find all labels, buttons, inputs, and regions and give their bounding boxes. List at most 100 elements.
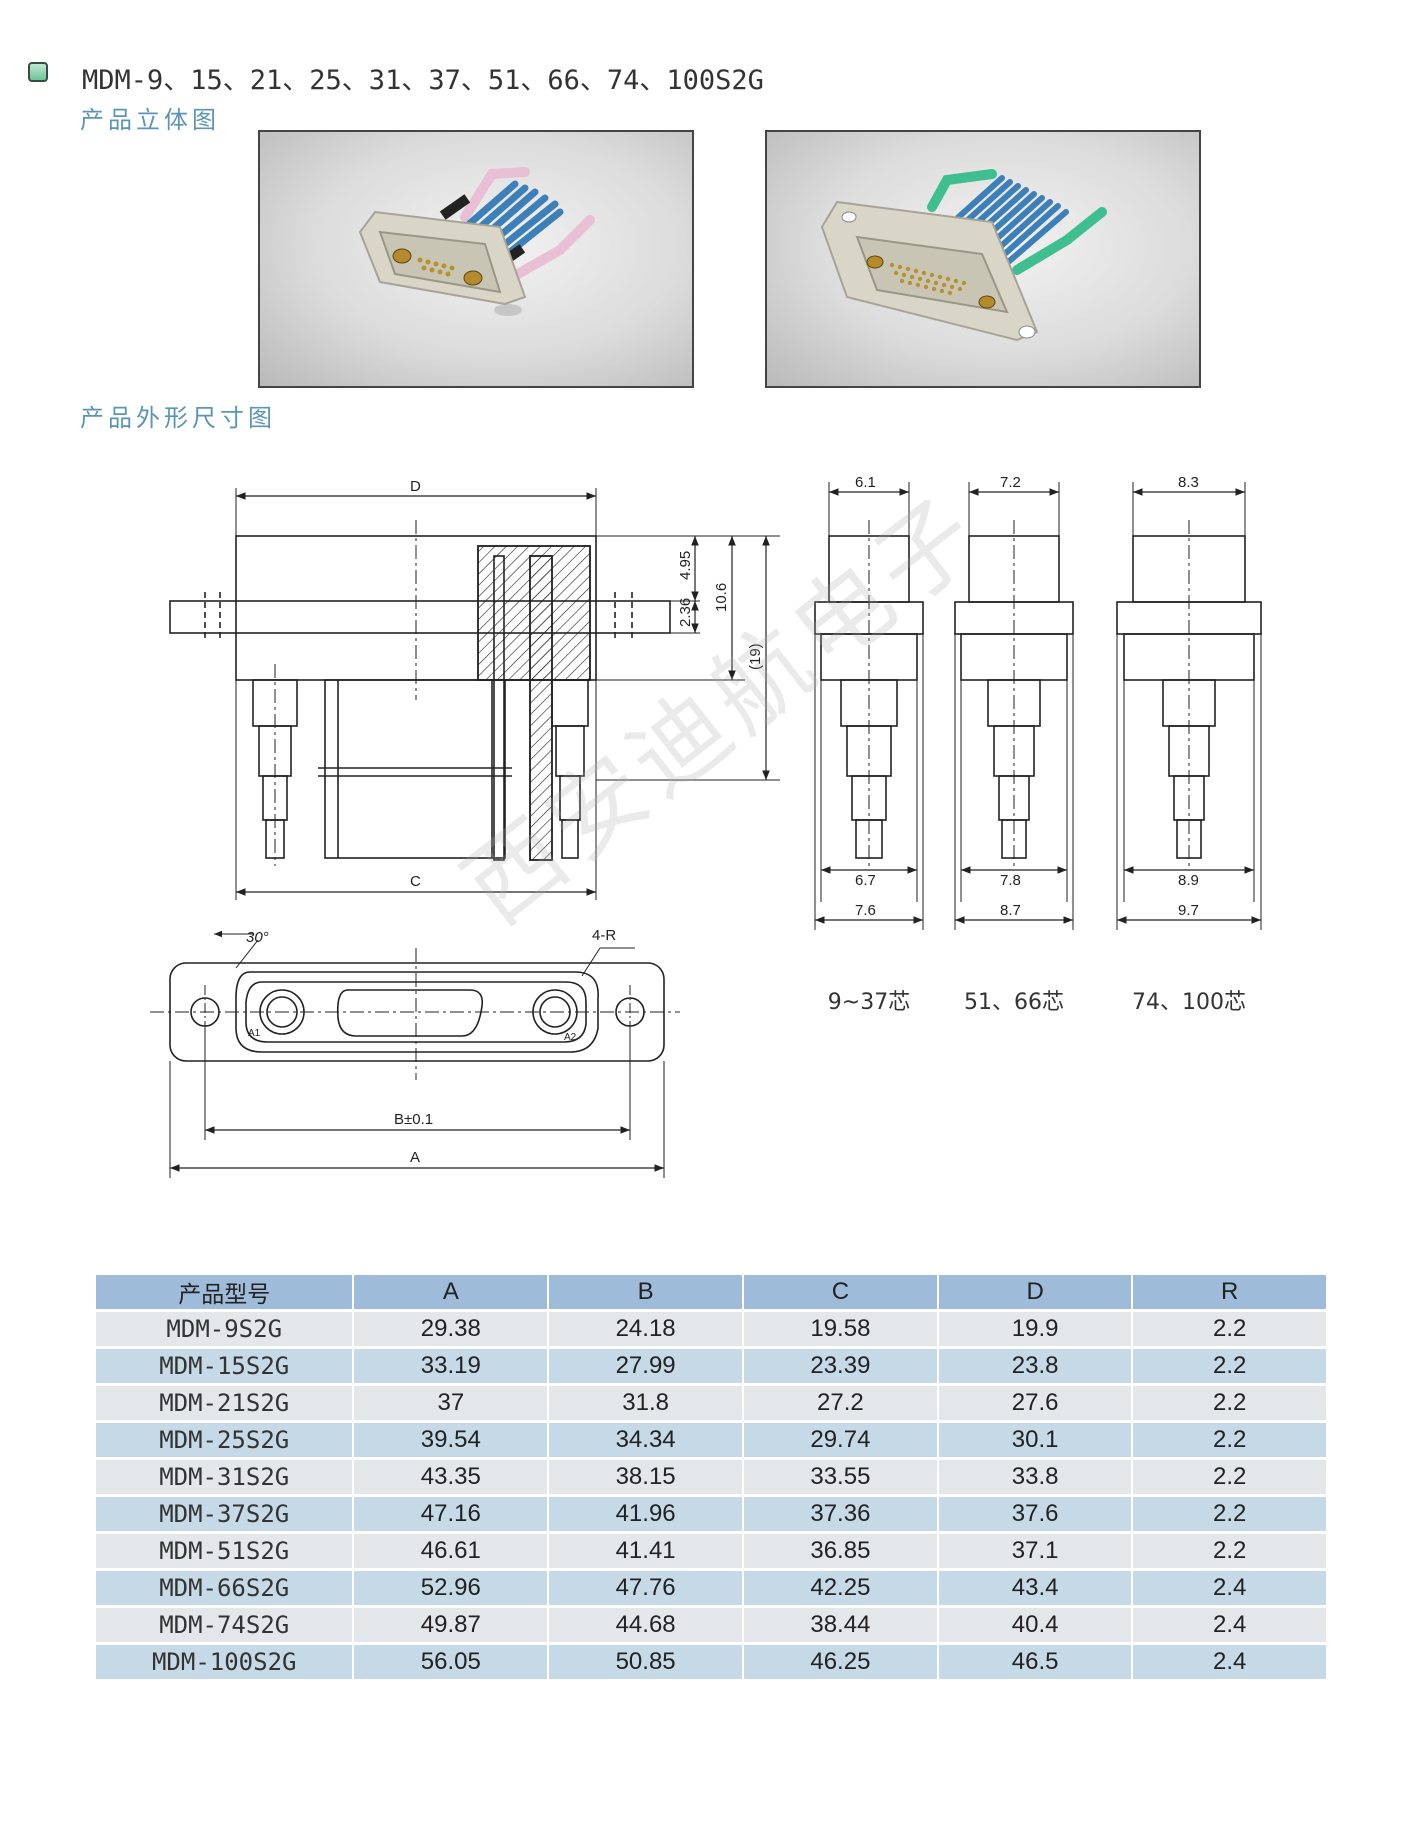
- variant-2-mid-dim: 7.8: [1000, 872, 1021, 889]
- pin-label-a2: A2: [564, 1032, 577, 1043]
- cell-c: 19.58: [744, 1312, 937, 1346]
- cell-a: 39.54: [354, 1423, 548, 1457]
- cell-d: 19.9: [938, 1312, 1132, 1346]
- table-header-row: 产品型号 A B C D R: [96, 1275, 1326, 1309]
- table-row: MDM-37S2G 47.16 41.96 37.36 37.6 2.2: [96, 1497, 1326, 1531]
- cell-d: 30.1: [938, 1423, 1132, 1457]
- variant-3-label: 74、100芯: [1132, 990, 1246, 1015]
- cell-d: 33.8: [938, 1460, 1132, 1494]
- cell-c: 42.25: [744, 1571, 937, 1605]
- cell-a: 29.38: [354, 1312, 548, 1346]
- variant-1-bot-dim: 7.6: [855, 902, 876, 919]
- cell-model: MDM-100S2G: [96, 1645, 353, 1679]
- cell-c: 37.36: [744, 1497, 937, 1531]
- cell-a: 33.19: [354, 1349, 548, 1383]
- variant-1-mid-dim: 6.7: [855, 872, 876, 889]
- cell-b: 38.15: [549, 1460, 742, 1494]
- cell-c: 38.44: [744, 1608, 937, 1642]
- dim-label-106: 10.6: [713, 583, 730, 612]
- page-title: MDM-9、15、21、25、31、37、51、66、74、100S2G: [82, 65, 764, 96]
- cell-model: MDM-25S2G: [96, 1423, 353, 1457]
- cell-c: 36.85: [744, 1534, 937, 1568]
- dim-label-b: B±0.1: [394, 1111, 433, 1128]
- cell-b: 41.41: [549, 1534, 742, 1568]
- cell-a: 37: [354, 1386, 548, 1420]
- table-row: MDM-66S2G 52.96 47.76 42.25 43.4 2.4: [96, 1571, 1326, 1605]
- cell-r: 2.4: [1133, 1608, 1326, 1642]
- cell-d: 40.4: [938, 1608, 1132, 1642]
- cell-c: 27.2: [744, 1386, 937, 1420]
- product-photo-right: [765, 130, 1201, 388]
- variant-2-bot-dim: 8.7: [1000, 902, 1021, 919]
- dimension-drawing: D C B±0.1 A 4-R 30° A1 A2 4.95 2.36 10.6…: [150, 474, 1262, 1178]
- table-row: MDM-15S2G 33.19 27.99 23.39 23.8 2.2: [96, 1349, 1326, 1383]
- cell-a: 52.96: [354, 1571, 548, 1605]
- variant-2-label: 51、66芯: [964, 990, 1064, 1015]
- cell-r: 2.2: [1133, 1423, 1326, 1457]
- column-header-a: A: [354, 1275, 548, 1309]
- dim-label-four-r: 4-R: [592, 927, 616, 944]
- section-label-dims: 产品外形尺寸图: [80, 404, 276, 432]
- table-row: MDM-9S2G 29.38 24.18 19.58 19.9 2.2: [96, 1312, 1326, 1346]
- cell-d: 23.8: [938, 1349, 1132, 1383]
- cell-a: 46.61: [354, 1534, 548, 1568]
- cell-d: 37.6: [938, 1497, 1132, 1531]
- cell-model: MDM-9S2G: [96, 1312, 353, 1346]
- variant-3-mid-dim: 8.9: [1178, 872, 1199, 889]
- cell-r: 2.2: [1133, 1534, 1326, 1568]
- variant-3-top-dim: 8.3: [1178, 474, 1199, 491]
- cell-r: 2.2: [1133, 1497, 1326, 1531]
- cell-model: MDM-15S2G: [96, 1349, 353, 1383]
- cell-d: 46.5: [938, 1645, 1132, 1679]
- cell-b: 47.76: [549, 1571, 742, 1605]
- cell-r: 2.2: [1133, 1386, 1326, 1420]
- pin-label-a1: A1: [248, 1028, 261, 1039]
- column-header-b: B: [549, 1275, 742, 1309]
- cell-r: 2.2: [1133, 1460, 1326, 1494]
- cell-c: 46.25: [744, 1645, 937, 1679]
- spec-table: 产品型号 A B C D R MDM-9S2G 29.38 24.18 19.5…: [94, 1272, 1328, 1682]
- cell-b: 50.85: [549, 1645, 742, 1679]
- cell-d: 43.4: [938, 1571, 1132, 1605]
- product-photo-left: [258, 130, 694, 388]
- cell-a: 49.87: [354, 1608, 548, 1642]
- cell-a: 43.35: [354, 1460, 548, 1494]
- cell-r: 2.2: [1133, 1349, 1326, 1383]
- variant-2-top-dim: 7.2: [1000, 474, 1021, 491]
- cell-b: 44.68: [549, 1608, 742, 1642]
- section-label-3d: 产品立体图: [80, 106, 220, 134]
- variant-1-label: 9~37芯: [827, 990, 911, 1015]
- cell-c: 23.39: [744, 1349, 937, 1383]
- column-header-r: R: [1133, 1275, 1326, 1309]
- cell-model: MDM-31S2G: [96, 1460, 353, 1494]
- dim-label-d: D: [410, 478, 421, 495]
- cell-model: MDM-51S2G: [96, 1534, 353, 1568]
- cell-r: 2.4: [1133, 1645, 1326, 1679]
- table-row: MDM-31S2G 43.35 38.15 33.55 33.8 2.2: [96, 1460, 1326, 1494]
- cell-d: 37.1: [938, 1534, 1132, 1568]
- table-row: MDM-51S2G 46.61 41.41 36.85 37.1 2.2: [96, 1534, 1326, 1568]
- column-header-d: D: [938, 1275, 1132, 1309]
- variant-3-bot-dim: 9.7: [1178, 902, 1199, 919]
- cell-c: 33.55: [744, 1460, 937, 1494]
- cell-b: 27.99: [549, 1349, 742, 1383]
- table-row: MDM-25S2G 39.54 34.34 29.74 30.1 2.2: [96, 1423, 1326, 1457]
- cell-model: MDM-37S2G: [96, 1497, 353, 1531]
- dim-label-a: A: [410, 1149, 420, 1166]
- cell-r: 2.4: [1133, 1571, 1326, 1605]
- dim-label-236: 2.36: [677, 598, 694, 627]
- variant-1-top-dim: 6.1: [855, 474, 876, 491]
- cell-b: 34.34: [549, 1423, 742, 1457]
- cell-model: MDM-66S2G: [96, 1571, 353, 1605]
- column-header-c: C: [744, 1275, 937, 1309]
- table-row: MDM-21S2G 37 31.8 27.2 27.6 2.2: [96, 1386, 1326, 1420]
- cell-a: 56.05: [354, 1645, 548, 1679]
- cell-b: 24.18: [549, 1312, 742, 1346]
- cell-model: MDM-21S2G: [96, 1386, 353, 1420]
- cell-c: 29.74: [744, 1423, 937, 1457]
- dim-label-c: C: [410, 873, 421, 890]
- cell-a: 47.16: [354, 1497, 548, 1531]
- cell-model: MDM-74S2G: [96, 1608, 353, 1642]
- column-header-model: 产品型号: [96, 1275, 353, 1309]
- dim-label-19: (19): [747, 643, 764, 670]
